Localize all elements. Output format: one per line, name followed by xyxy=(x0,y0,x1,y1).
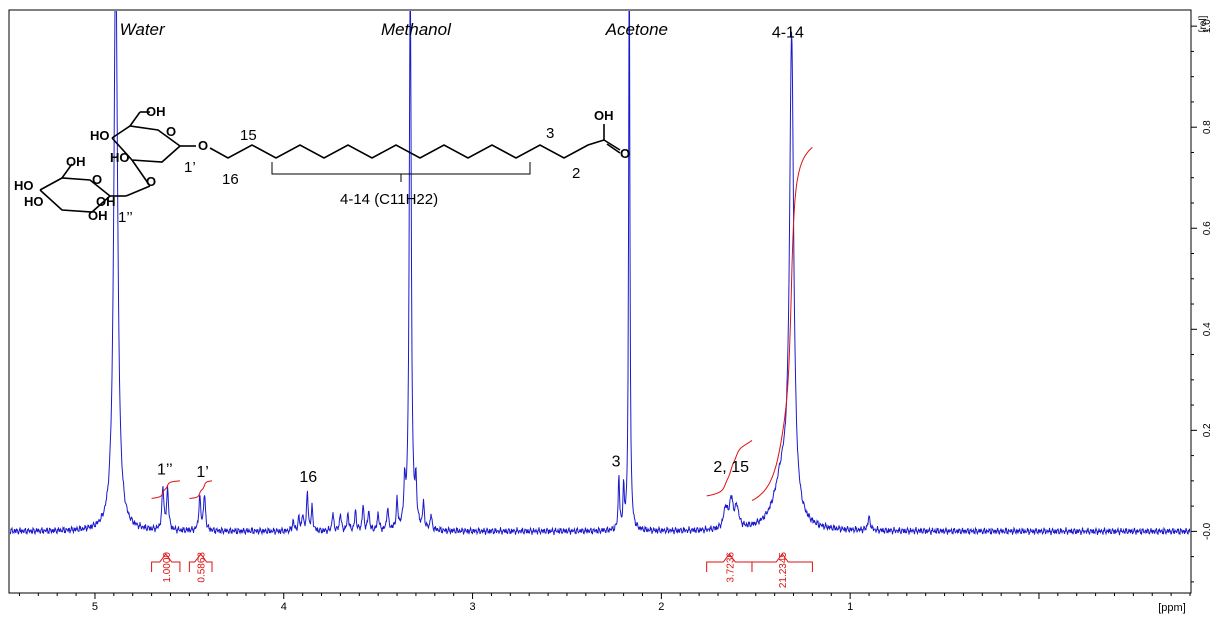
glycosidic-oxygen: O xyxy=(146,174,156,189)
x-tick-label: 4 xyxy=(281,601,287,613)
integral-value: 3.7236 xyxy=(725,552,736,583)
x-tick-label: 3 xyxy=(469,601,475,613)
position-label: 15 xyxy=(240,127,257,144)
integral-bracket xyxy=(151,553,181,572)
position-label: 1’ xyxy=(184,159,196,176)
x-tick-label: 5 xyxy=(92,601,98,613)
integral-brackets: 1.0000 0.5863 3.7236 21.2345 xyxy=(151,552,813,589)
integral-curve xyxy=(751,147,813,502)
peak-label: 1’ xyxy=(196,464,208,481)
integral-curve xyxy=(706,439,753,497)
peak-labels: 1’’ 1’ 16 3 2, 15 4-14 xyxy=(157,24,804,486)
bond xyxy=(603,139,621,151)
fatty-acid-chain xyxy=(209,139,605,159)
oh-label: HO xyxy=(14,178,34,193)
integral-value: 1.0000 xyxy=(162,552,173,583)
integral-bracket xyxy=(188,553,213,572)
y-tick-label: 0.4 xyxy=(1202,322,1213,336)
integral-curve xyxy=(151,480,180,499)
integral-curves xyxy=(151,147,813,502)
acid-oh-label: OH xyxy=(594,108,614,123)
y-axis-ticks: 1.0 0.8 0.6 0.4 0.2 -0.0 xyxy=(1191,19,1213,583)
chain-label: 4-14 (C11H22) xyxy=(340,191,438,208)
solvent-labels: Water Methanol Acetone xyxy=(120,20,668,39)
integral-bracket xyxy=(751,553,813,572)
peak-label: 4-14 xyxy=(772,24,804,41)
chain-bracket xyxy=(271,162,531,175)
acid-o-label: O xyxy=(620,146,630,161)
solvent-label: Water xyxy=(120,20,166,39)
position-label: 16 xyxy=(222,171,239,188)
position-label: 2 xyxy=(572,165,580,182)
oh-label: HO xyxy=(110,150,130,165)
oh-label: HO xyxy=(90,128,110,143)
bond xyxy=(606,143,621,154)
x-tick-label: 2 xyxy=(658,601,664,613)
position-label: 1’’ xyxy=(118,209,133,226)
integral-value: 21.2345 xyxy=(778,552,789,589)
glycosidic-oxygen: O xyxy=(198,138,208,153)
integral-curve xyxy=(189,480,212,499)
integral-value: 0.5863 xyxy=(197,552,208,583)
y-tick-label: 0.6 xyxy=(1202,221,1213,235)
y-tick-label: 0.2 xyxy=(1202,423,1213,437)
molecule-structure xyxy=(39,111,621,213)
bond xyxy=(131,159,151,187)
oh-label: OH xyxy=(96,194,116,209)
ring-oxygen: O xyxy=(166,124,176,139)
plot-frame xyxy=(8,9,1192,594)
bond xyxy=(125,185,151,197)
oh-label: HO xyxy=(24,194,44,209)
peak-label: 3 xyxy=(612,454,621,471)
oh-label: OH xyxy=(66,154,86,169)
peak-label: 1’’ xyxy=(157,461,173,478)
bond xyxy=(129,111,141,127)
solvent-label: Acetone xyxy=(605,20,668,39)
x-axis-label: [ppm] xyxy=(1158,602,1186,614)
spectrum-trace xyxy=(10,11,1190,536)
solvent-label: Methanol xyxy=(381,20,452,39)
peak-label: 16 xyxy=(299,469,317,486)
position-label: 3 xyxy=(546,125,554,142)
peak-label: 2, 15 xyxy=(713,459,749,476)
x-tick-label: 1 xyxy=(847,601,853,613)
oh-label: OH xyxy=(88,208,108,223)
x-axis-ticks: 5 4 3 2 1 xyxy=(18,593,1191,613)
bond xyxy=(61,163,73,179)
y-tick-label: 0.8 xyxy=(1202,120,1213,134)
y-tick-label: 1.0 xyxy=(1202,19,1213,33)
y-tick-label: -0.0 xyxy=(1202,522,1213,540)
ring-oxygen: O xyxy=(92,172,102,187)
oh-label: OH xyxy=(146,104,166,119)
y-axis-label: [rel] xyxy=(1198,15,1209,32)
